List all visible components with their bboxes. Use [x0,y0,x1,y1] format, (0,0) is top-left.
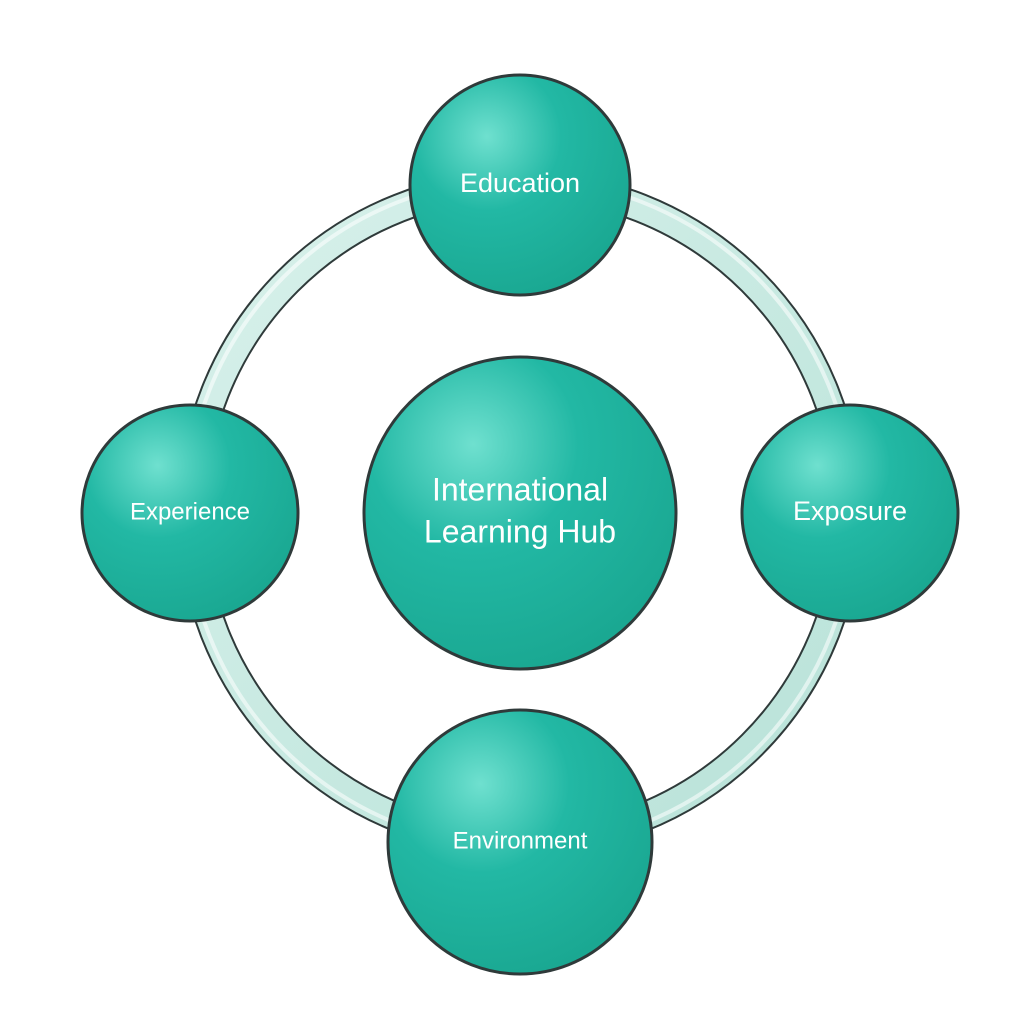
center-hub-label-line2: Learning Hub [424,513,616,549]
education-node: Education [408,73,632,297]
experience-node: Experience [80,403,300,623]
environment-label: Environment [453,827,588,854]
exposure-node: Exposure [740,403,960,623]
exposure-label: Exposure [793,496,907,526]
experience-label: Experience [130,498,250,525]
environment-node: Environment [386,708,654,976]
education-label: Education [460,168,580,198]
center-hub-label-line1: International [432,471,608,507]
center-hub-node: International Learning Hub [362,355,678,671]
